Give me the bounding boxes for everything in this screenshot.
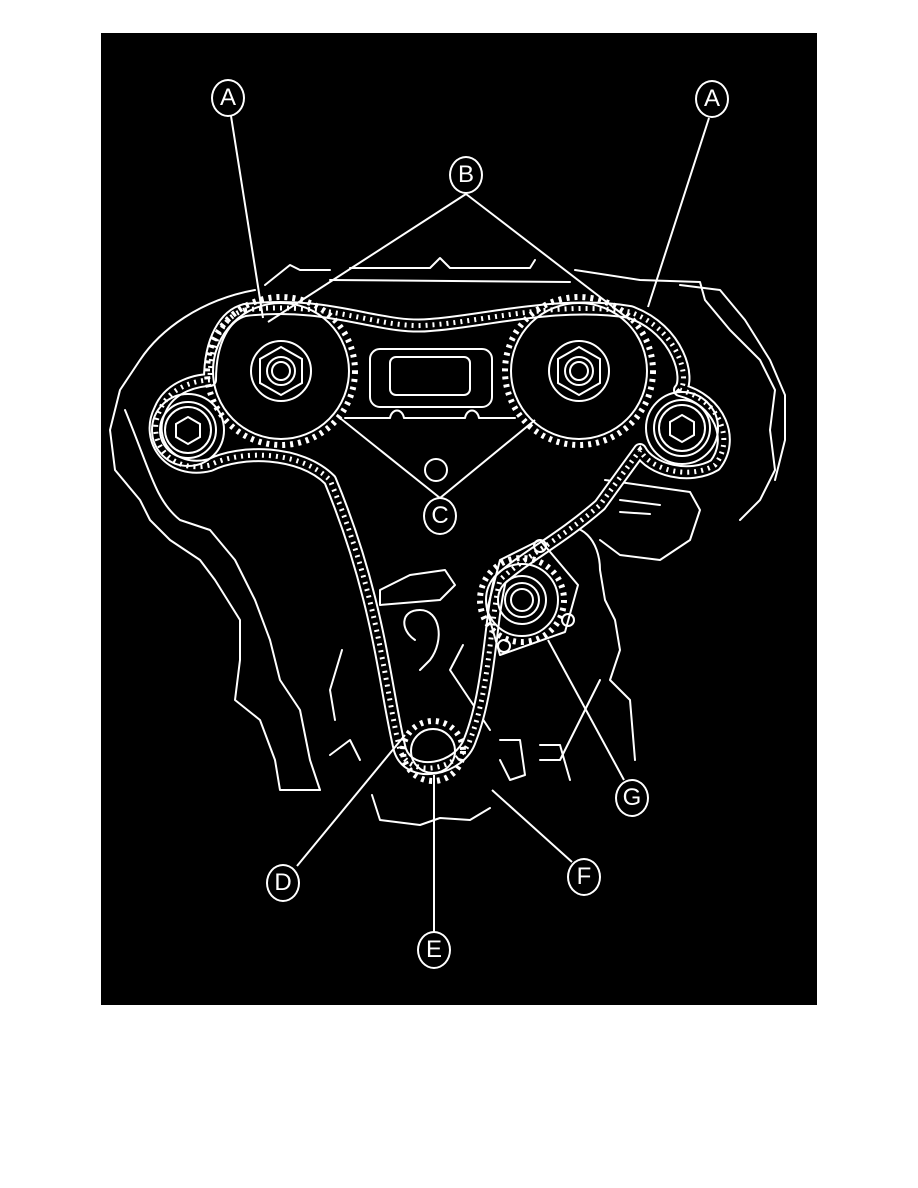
callout-a-left: A: [211, 79, 245, 117]
timing-chain: [148, 300, 731, 775]
callout-a-right: A: [695, 80, 729, 118]
intake-sprocket-left: [204, 294, 358, 448]
callout-c: C: [423, 497, 457, 535]
exhaust-sprocket-right: [645, 391, 719, 465]
idler-sprocket: [477, 539, 579, 656]
leader-lines: [230, 115, 710, 932]
engine-outline: [109, 257, 786, 826]
callout-g: G: [615, 779, 649, 817]
callout-f: F: [567, 858, 601, 896]
callout-d: D: [266, 864, 300, 902]
exhaust-sprocket-left: [151, 393, 225, 467]
callout-e: E: [417, 931, 451, 969]
crank-sprocket: [400, 718, 466, 784]
intake-sprocket-right: [502, 294, 656, 448]
cam-bracket: [344, 348, 516, 482]
callout-b: B: [449, 156, 483, 194]
